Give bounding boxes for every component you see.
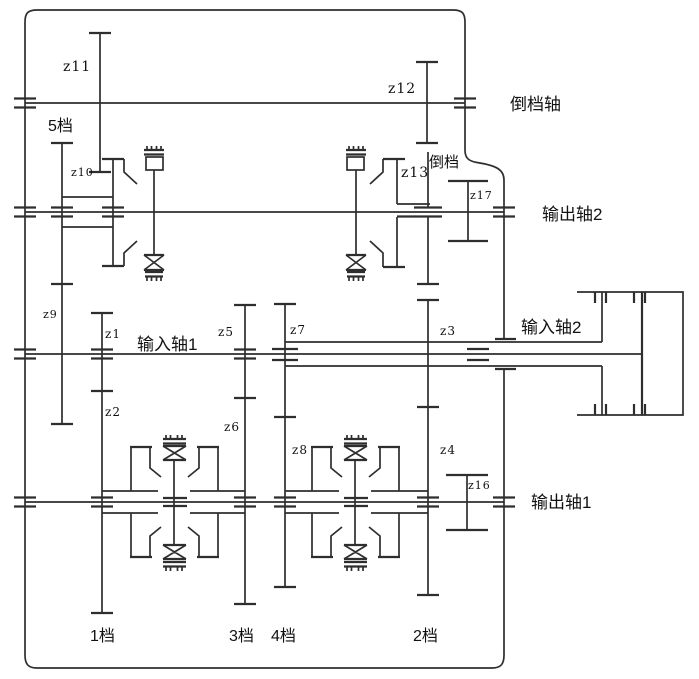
label-z6: z6 <box>224 420 240 434</box>
label-input-shaft-1: 输入轴1 <box>137 335 197 354</box>
label-z11: z11 <box>63 59 91 75</box>
label-z3: z3 <box>440 324 456 338</box>
coupling-outline <box>577 291 684 416</box>
hub-marks <box>51 206 489 508</box>
label-z1: z1 <box>105 327 121 341</box>
label-reverse: 倒档 <box>429 154 459 171</box>
label-input-shaft-2: 输入轴2 <box>521 318 581 337</box>
label-z5: z5 <box>218 325 234 339</box>
label-gear-4: 4档 <box>271 627 296 645</box>
label-reverse-shaft: 倒档轴 <box>510 95 561 114</box>
label-gear-5: 5档 <box>48 117 73 135</box>
synchronizer-marks <box>62 146 430 571</box>
label-gear-3: 3档 <box>229 627 254 645</box>
label-z13: z13 <box>401 165 429 181</box>
synchronizer-caps <box>130 148 405 568</box>
label-z17: z17 <box>470 189 493 202</box>
label-gear-2: 2档 <box>413 627 438 645</box>
label-output-shaft-1: 输出轴1 <box>531 493 591 512</box>
housing-outline <box>24 9 505 669</box>
label-z16: z16 <box>468 479 491 492</box>
shaft-lines <box>25 102 642 503</box>
coupling-spline-marks <box>593 292 647 415</box>
gear-end-caps <box>51 31 488 615</box>
label-z7: z7 <box>290 323 306 337</box>
sleeve-box-5th <box>145 156 164 171</box>
label-output-shaft-2: 输出轴2 <box>542 205 602 224</box>
label-gear-1: 1档 <box>90 627 115 645</box>
label-z2: z2 <box>105 405 121 419</box>
label-z4: z4 <box>440 443 456 457</box>
sleeve-box-reverse <box>346 156 365 171</box>
gear-lines <box>61 33 469 613</box>
label-z8: z8 <box>292 443 308 457</box>
label-z9: z9 <box>43 308 58 321</box>
label-z12: z12 <box>388 81 416 97</box>
label-z10: z10 <box>71 166 94 179</box>
bearing-marks <box>14 97 516 508</box>
